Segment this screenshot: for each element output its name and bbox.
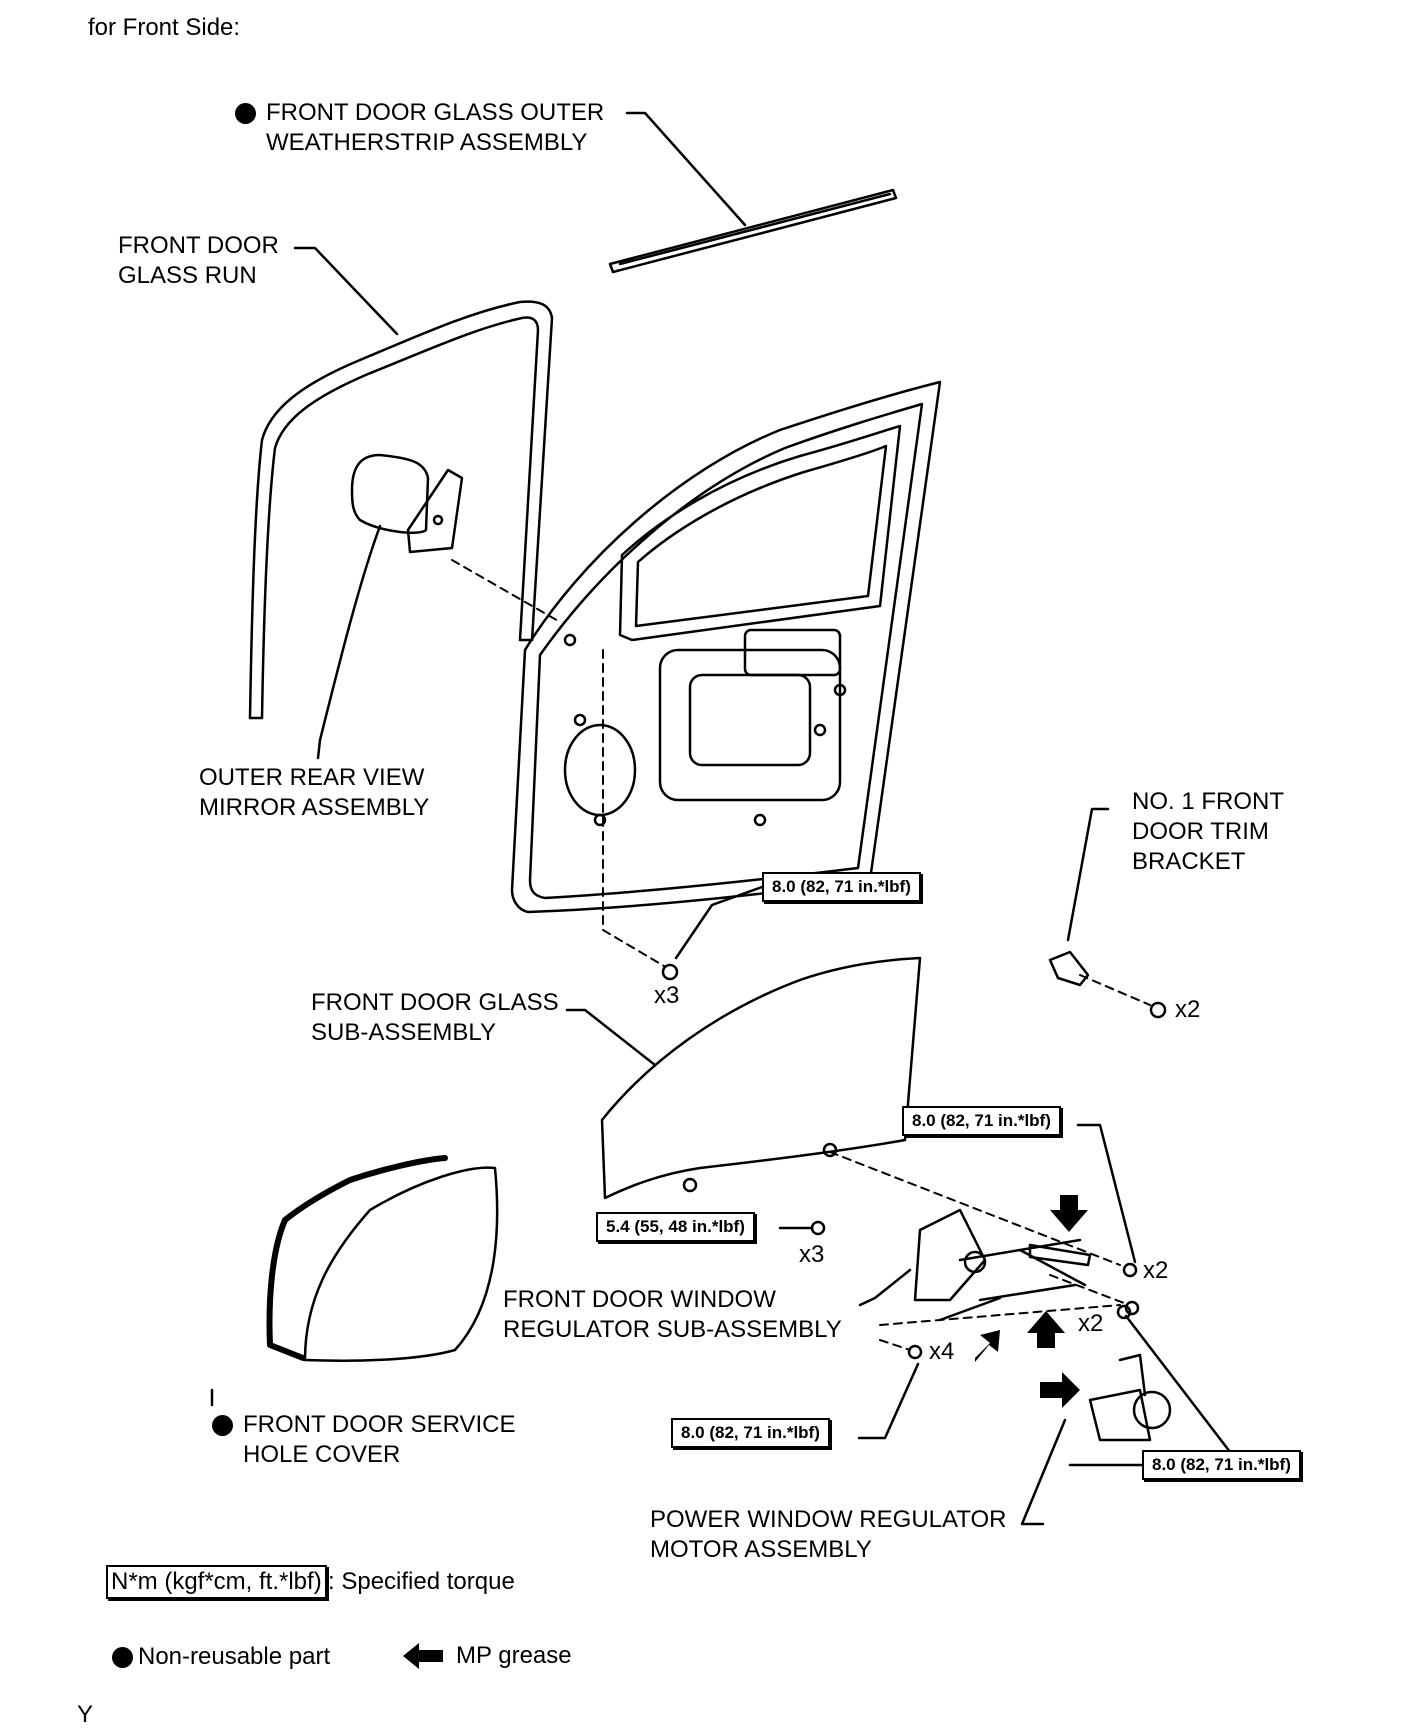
torque-regulator-upper: 8.0 (82, 71 in.*lbf) <box>902 1106 1061 1136</box>
legend-nonreusable-text: Non-reusable part <box>138 1643 331 1670</box>
torque-mirror-nut: 8.0 (82, 71 in.*lbf) <box>762 872 921 902</box>
nonreusable-dot-icon <box>112 1647 133 1668</box>
grease-arrow-icon <box>975 1330 1000 1362</box>
label-regulator: FRONT DOOR WINDOW REGULATOR SUB-ASSEMBLY <box>503 1286 842 1343</box>
torque-regulator-lower: 8.0 (82, 71 in.*lbf) <box>671 1418 830 1448</box>
qty-mirror-nut: x3 <box>654 982 680 1009</box>
mirror-nut-icon <box>661 963 679 981</box>
reg-bolt-c-icon <box>907 1344 923 1360</box>
label-mirror: OUTER REAR VIEW MIRROR ASSEMBLY <box>199 764 430 821</box>
trim-bracket-part <box>1048 950 1090 987</box>
reg-bolt-a-icon <box>1122 1262 1138 1278</box>
legend-torque-text: : Specified torque <box>328 1568 515 1595</box>
grease-arrow-icon <box>1040 1372 1080 1408</box>
motor-part <box>1088 1353 1172 1442</box>
page-header: for Front Side: <box>88 14 241 41</box>
door-panel-part <box>510 380 942 914</box>
qty-reg-bolt-c: x4 <box>929 1338 955 1365</box>
reg-bolt-b-icon <box>1124 1300 1140 1316</box>
qty-bracket-screw: x2 <box>1175 996 1201 1023</box>
glass-run-part <box>248 300 554 720</box>
nonreusable-dot-icon <box>212 1415 233 1436</box>
legend-torque-box: N*m (kgf*cm, ft.*lbf) <box>106 1565 327 1599</box>
reg-bolt-d-icon <box>1116 1304 1132 1320</box>
grease-arrow-icon <box>403 1643 443 1669</box>
label-outer-weatherstrip: FRONT DOOR GLASS OUTER WEATHERSTRIP ASSE… <box>266 99 605 156</box>
label-door-glass: FRONT DOOR GLASS SUB-ASSEMBLY <box>311 989 559 1046</box>
torque-glass-bolt: 5.4 (55, 48 in.*lbf) <box>596 1212 755 1242</box>
service-cover-part <box>266 1155 499 1362</box>
label-glass-run: FRONT DOOR GLASS RUN <box>118 232 279 289</box>
qty-reg-bolt-a: x2 <box>1143 1257 1169 1284</box>
footer-code: Y <box>77 1701 94 1728</box>
label-trim-bracket: NO. 1 FRONT DOOR TRIM BRACKET <box>1132 788 1285 875</box>
mirror-part <box>350 453 464 554</box>
door-glass-part <box>600 956 922 1200</box>
regulator-part <box>913 1208 1092 1322</box>
outer-weatherstrip-part <box>608 188 898 274</box>
torque-motor-bolt: 8.0 (82, 71 in.*lbf) <box>1142 1450 1301 1480</box>
qty-reg-bolt-b: x2 <box>1078 1310 1104 1337</box>
label-motor: POWER WINDOW REGULATOR MOTOR ASSEMBLY <box>650 1506 1007 1563</box>
legend-grease-text: MP grease <box>456 1642 572 1669</box>
nonreusable-dot-icon <box>235 103 256 124</box>
grease-arrow-icon <box>1027 1311 1065 1348</box>
grease-arrow-icon <box>1050 1195 1088 1232</box>
glass-bolt-icon <box>810 1220 826 1236</box>
qty-glass-bolt: x3 <box>799 1241 825 1268</box>
label-service-cover: FRONT DOOR SERVICE HOLE COVER <box>243 1411 516 1468</box>
bracket-screw-icon <box>1149 1001 1167 1019</box>
